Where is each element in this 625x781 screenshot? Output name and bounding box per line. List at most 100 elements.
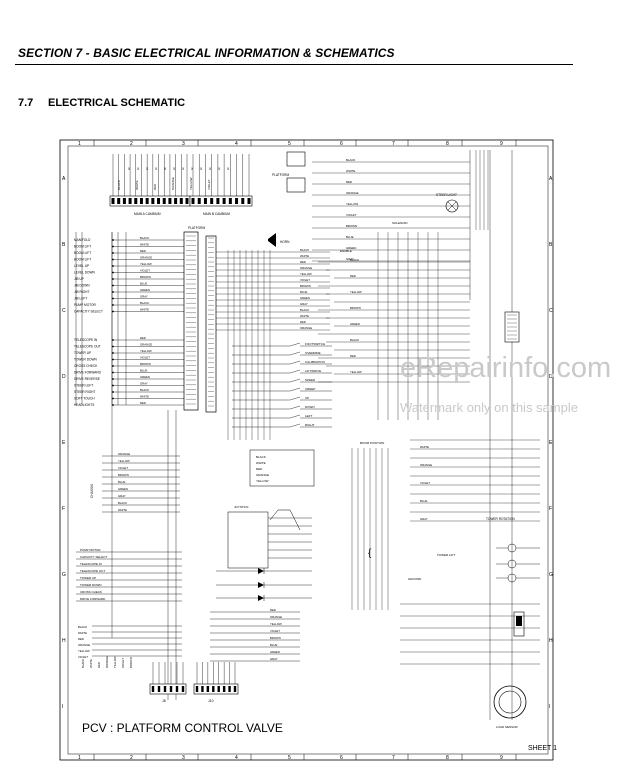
pin-cross-marker: X: [182, 167, 185, 171]
column-marker-bottom: 4: [235, 755, 238, 761]
wire-node: [112, 339, 114, 341]
pin-cross-marker: X: [227, 167, 230, 171]
harness-color: GREEN: [300, 296, 310, 300]
wire-node: [112, 397, 114, 400]
bottom-left-tag: RED: [97, 662, 101, 668]
row-marker-left: F: [62, 506, 65, 512]
relay-box: [286, 151, 306, 167]
joystick-label: JOYSTICK: [234, 505, 249, 509]
connector-pin: [168, 198, 172, 204]
switch-box: [513, 611, 525, 637]
connector-pin: [210, 198, 214, 204]
j10-label: J10: [208, 699, 214, 703]
row-marker-right: D: [549, 374, 553, 380]
column-marker-bottom: 5: [288, 755, 291, 761]
row-marker-right: G: [549, 572, 553, 578]
left-wire-color: WHITE: [140, 308, 149, 312]
column-marker-bottom: 9: [500, 755, 503, 761]
left-signal-label: CAPACITY SELECT: [74, 310, 103, 314]
connector-pin: [203, 198, 207, 204]
wire-node: [112, 358, 114, 361]
wire-node: [112, 345, 114, 348]
lower-signal-label: PUMP MOTOR: [80, 548, 101, 552]
left-signal-label: TELESCOPE OUT: [74, 345, 101, 349]
wire-node: [112, 310, 114, 313]
pin-cross-marker: X: [200, 167, 203, 171]
mid-right-color: BLACK: [350, 338, 359, 342]
connector-pin: [222, 686, 226, 692]
mid-wire-color: BROWN: [118, 473, 129, 477]
wire-node: [112, 265, 114, 267]
left-wire-color: GREEN: [140, 375, 150, 379]
mid-wire-color: BLACK: [118, 501, 127, 505]
left-signal-label: JIB LEFT: [74, 297, 87, 301]
switch-contact: [289, 342, 301, 347]
connector-pin: [185, 198, 189, 204]
column-marker-top: 5: [288, 141, 291, 147]
vertical-wire-tag: ORANGE: [171, 177, 175, 190]
upper-right-color: GREEN: [346, 246, 356, 250]
connector-pin: [212, 686, 215, 692]
connector-pin: [191, 198, 195, 204]
left-wire-color: BROWN: [140, 362, 151, 366]
mid-wire-color: VIOLET: [118, 466, 128, 470]
left-wire-color: WHITE: [140, 395, 149, 399]
left-signal-label: LEVEL UP: [74, 264, 89, 268]
left-signal-label: CROSS CHECK: [74, 364, 98, 368]
lower-signal-label: DRIVE FORWARD: [80, 597, 106, 601]
platform-connector: [183, 231, 199, 411]
lower-wire-tag: RED: [78, 637, 84, 641]
connector-pin: [145, 198, 149, 204]
left-signal-label: BOOM LIFT: [74, 258, 91, 262]
bottom-wire-color: GRAY: [270, 657, 278, 661]
connector-pin: [201, 686, 204, 692]
switch-circle: [507, 573, 517, 583]
joystick-loop: [269, 509, 301, 531]
bottom-wire-color: VIOLET: [270, 629, 280, 633]
wire-node: [112, 297, 114, 300]
connector-pin: [175, 686, 179, 692]
wire-node: [112, 378, 114, 380]
lower-wire-tag: ORANGE: [78, 643, 90, 647]
column-marker-top: 2: [130, 141, 133, 147]
lower-signal-label: TELESCOPE IN: [80, 562, 102, 566]
sensor-wire-label: ORANGE: [256, 473, 269, 477]
wire-node: [112, 352, 114, 354]
wire-node: [112, 391, 114, 393]
left-signal-label: DRIVE FORWARD: [74, 371, 102, 375]
j10-connector: [193, 683, 239, 695]
vertical-wire-tag: WHITE: [135, 180, 139, 190]
gauge-outer: [493, 685, 527, 719]
pin-cross-marker: X: [164, 167, 167, 171]
left-wire-color: BLACK: [140, 236, 149, 240]
left-signal-label: TELESCOPE IN: [74, 338, 98, 342]
left-signal-label: PUMP MOTOR: [74, 303, 97, 307]
switch-contact: [289, 378, 301, 383]
mid-wire-color: WHITE: [118, 508, 127, 512]
row-marker-left: B: [62, 242, 66, 248]
connector-pin: [247, 198, 251, 204]
lower-right-color: VIOLET: [420, 481, 430, 485]
switch-label: DOWN: [305, 405, 315, 409]
lower-signal-label: TELESCOPE OUT: [80, 569, 105, 573]
column-marker-bottom: 3: [182, 755, 185, 761]
pin-cross-marker: X: [128, 167, 131, 171]
mid-wire-color: BLUE: [118, 480, 125, 484]
left-signal-label: JIB UP: [74, 277, 84, 281]
left-signal-label: BOOM LIFT: [74, 245, 91, 249]
mid-right-color: BLACK: [350, 258, 359, 262]
bottom-left-tag: YELLOW: [113, 656, 117, 668]
steer-light-cross: [447, 201, 457, 211]
lower-signal-label: TOWER UP: [80, 576, 96, 580]
left-signal-label: SOFT TOUCH: [74, 397, 95, 401]
switch-label: OVERRIDE: [305, 351, 321, 355]
left-wire-color: GREEN: [140, 288, 150, 292]
lower-wire-tag: BLACK: [78, 625, 87, 629]
harness-color: VIOLET: [300, 278, 310, 282]
load-sensor-label: LOAD SENSOR: [496, 725, 519, 729]
switch-label: RIGHT: [305, 423, 315, 427]
connector-pin: [169, 686, 173, 692]
components: [109, 151, 527, 719]
relay-box: [286, 177, 306, 193]
harness-color: BLACK: [300, 248, 309, 252]
